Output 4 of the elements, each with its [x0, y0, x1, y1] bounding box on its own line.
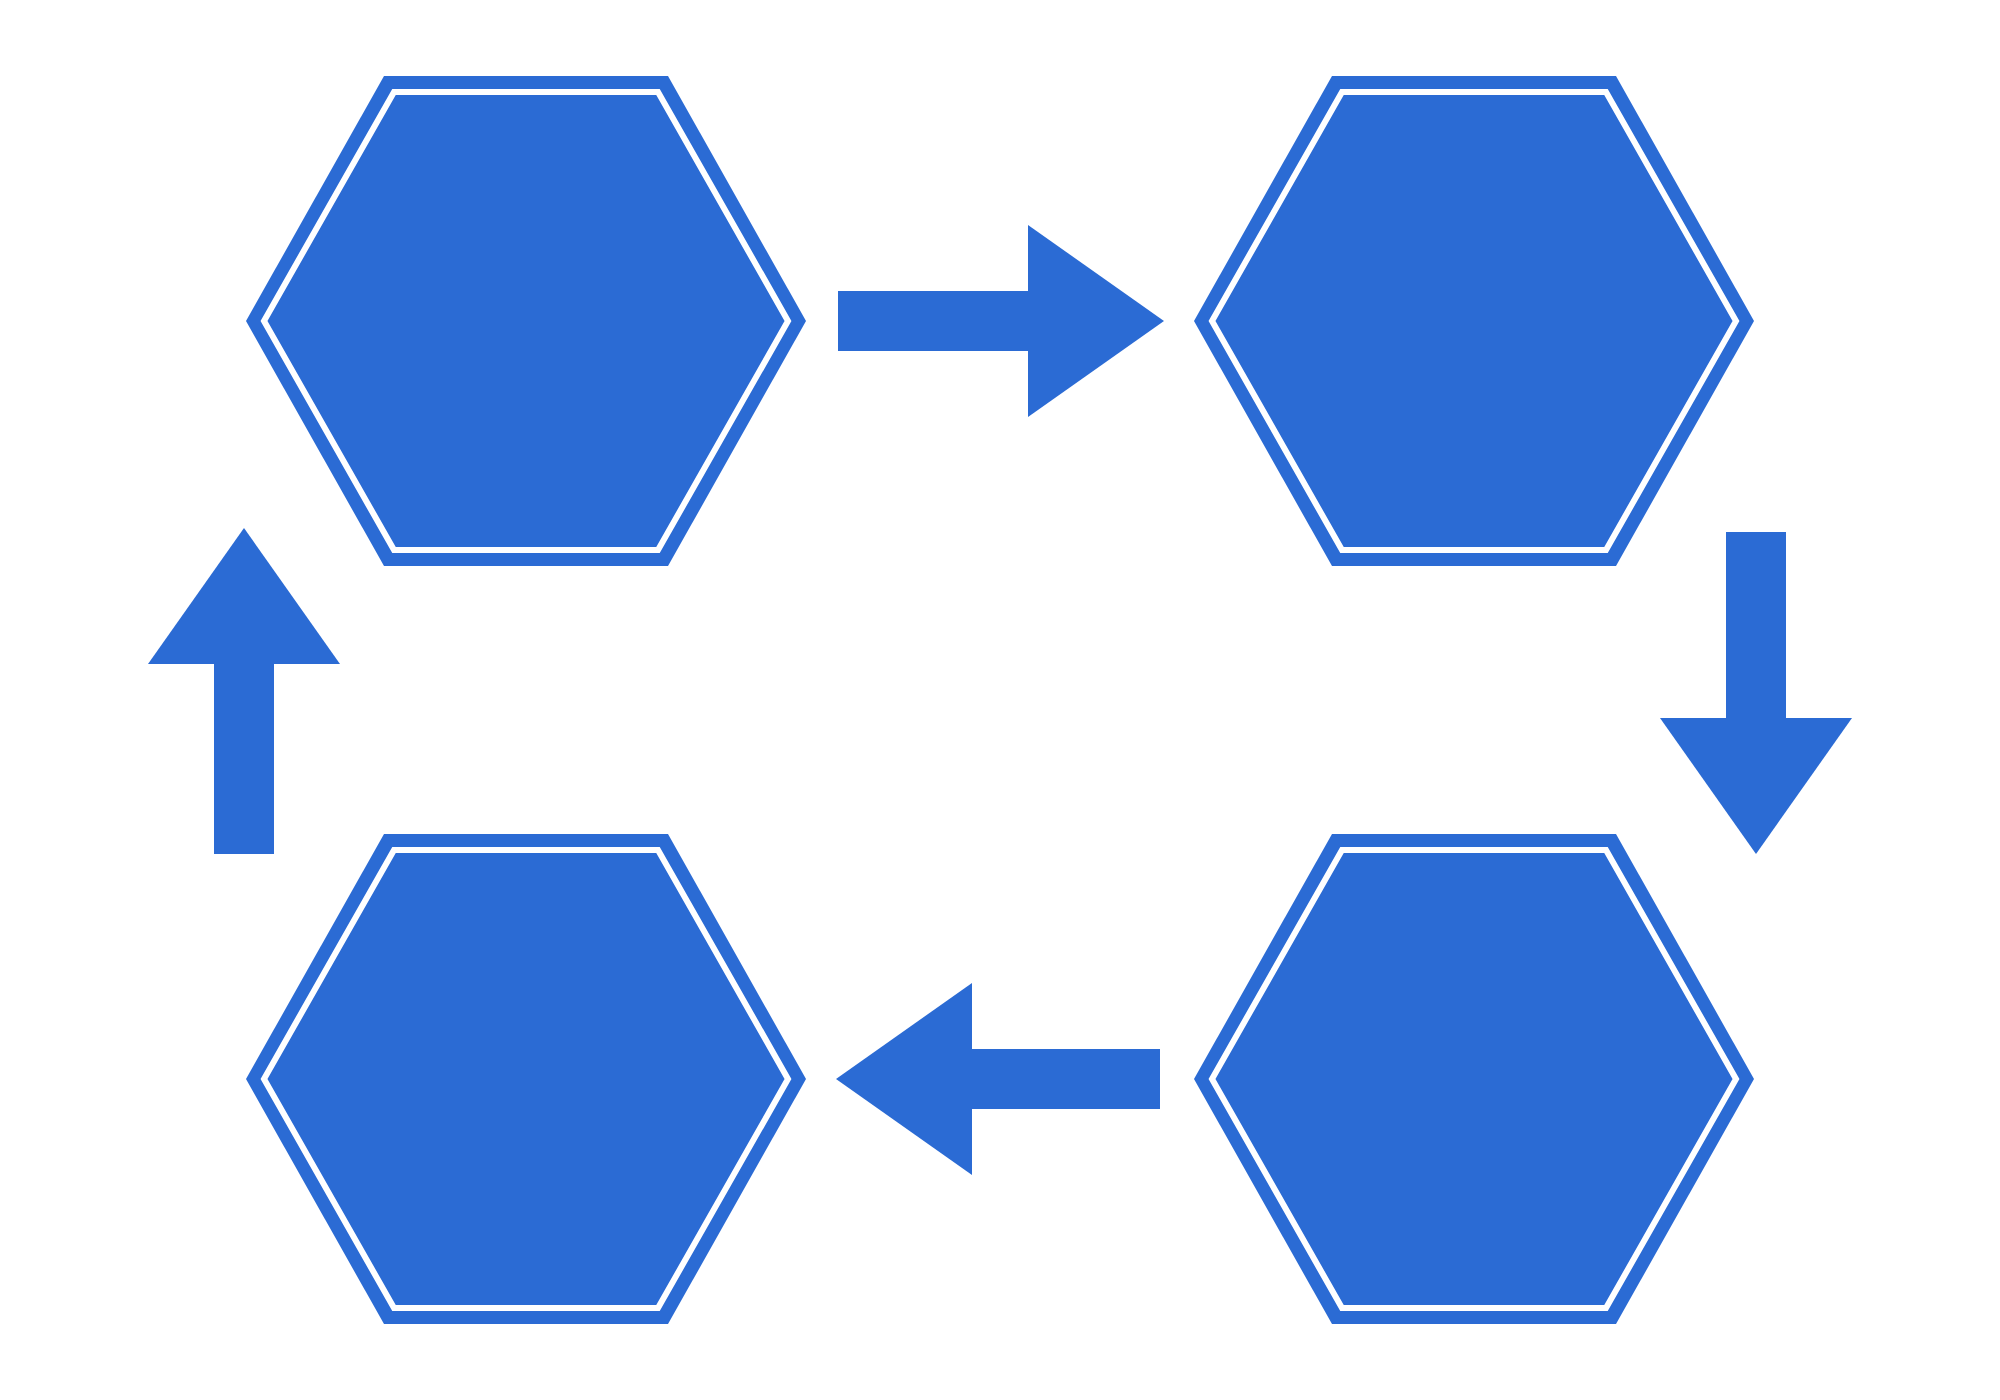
block-arrow	[836, 983, 1160, 1175]
block-arrow	[1660, 532, 1852, 854]
block-arrow	[148, 528, 340, 854]
block-arrow	[838, 225, 1164, 417]
